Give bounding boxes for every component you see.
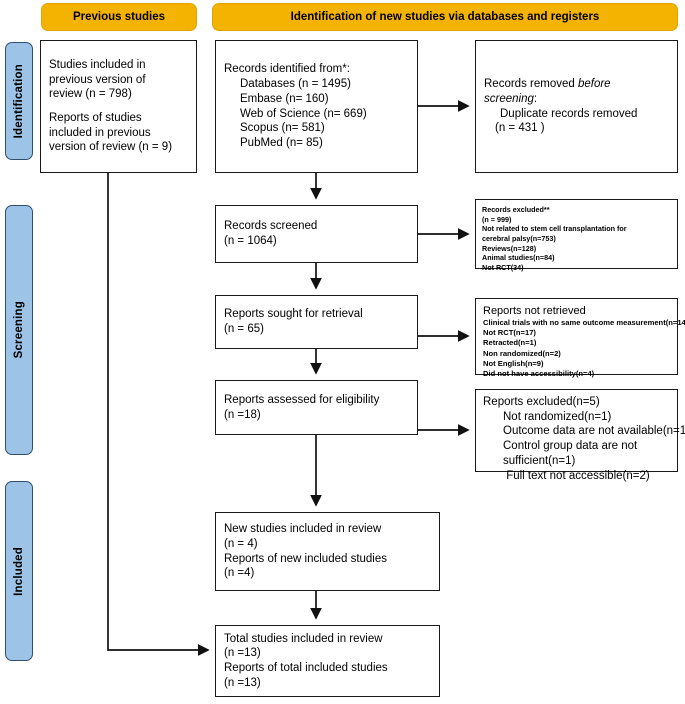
screened-line-2: (n = 1064) bbox=[224, 235, 277, 247]
source-databases: Databases (n = 1495) bbox=[240, 78, 351, 91]
not-retrieved-item-3: Retracted(n=1) bbox=[483, 338, 537, 348]
reports-excluded-item-4: sufficient(n=1) bbox=[503, 454, 576, 467]
prev-line-6: version of review (n = 9) bbox=[49, 141, 173, 154]
box-reports-excluded: Reports excluded(n=5) Not randomized(n=1… bbox=[475, 389, 685, 482]
reports-excluded-item-2: Outcome data are not available(n=1) bbox=[503, 425, 685, 438]
reports-excluded-item-5: Full text not accessible(n=2) bbox=[503, 469, 650, 482]
total-included-line-1: Total studies included in review bbox=[224, 632, 383, 645]
new-included-line-3: Reports of new included studies bbox=[224, 552, 388, 565]
box-new-studies-included: New studies included in review (n = 4) R… bbox=[215, 512, 440, 591]
total-included-line-4: (n =13) bbox=[224, 676, 261, 689]
source-scopus: Scopus (n= 581) bbox=[240, 122, 325, 135]
stage-label-screening: Screening bbox=[5, 205, 33, 455]
not-retrieved-item-5: Not English(n=9) bbox=[483, 358, 544, 368]
source-web-of-science: Web of Science (n= 669) bbox=[240, 107, 367, 120]
prev-line-5: included in previous bbox=[49, 126, 151, 139]
box-records-identified: Records identified from*: Databases (n =… bbox=[215, 40, 418, 173]
stage-label-screening-text: Screening bbox=[13, 301, 25, 359]
new-included-line-2: (n = 4) bbox=[224, 537, 258, 550]
stage-label-identification-text: Identification bbox=[13, 63, 25, 139]
excluded-line-4: cerebral palsy(n=753) bbox=[482, 233, 556, 243]
new-included-line-4: (n =4) bbox=[224, 567, 255, 580]
source-pubmed: PubMed (n= 85) bbox=[240, 136, 323, 149]
box-records-removed-before-screening: Records removed before screening: Duplic… bbox=[475, 40, 678, 173]
prev-line-2: previous version of bbox=[49, 73, 146, 86]
box-reports-sought-for-retrieval: Reports sought for retrieval (n = 65) bbox=[215, 295, 418, 349]
reports-excluded-item-1: Not randomized(n=1) bbox=[503, 410, 612, 423]
excluded-line-6: Animal studies(n=84) bbox=[482, 253, 555, 263]
not-retrieved-item-2: Not RCT(n=17) bbox=[483, 328, 536, 338]
assessed-line-1: Reports assessed for eligibility bbox=[224, 393, 380, 406]
removed-line-2: screening: bbox=[484, 92, 669, 107]
removed-line-2-tail: : bbox=[533, 92, 538, 105]
box-previous-studies: Studies included in previous version of … bbox=[40, 40, 197, 173]
not-retrieved-item-1: Clinical trials with no same outcome mea… bbox=[483, 318, 685, 328]
prev-line-4: Reports of studies bbox=[49, 112, 142, 124]
screened-line-1: Records screened bbox=[224, 220, 318, 233]
reports-excluded-header: Reports excluded(n=5) bbox=[483, 396, 600, 408]
banner-identification-new-studies: Identification of new studies via databa… bbox=[212, 3, 678, 31]
records-identified-header: Records identified from*: bbox=[224, 63, 350, 76]
removed-line-1-italic: before bbox=[577, 78, 611, 91]
reports-excluded-item-3: Control group data are not bbox=[503, 440, 638, 453]
excluded-line-3: Not related to stem cell transplantation… bbox=[482, 224, 627, 234]
excluded-line-7: Not RCT(34) bbox=[482, 262, 524, 272]
assessed-line-2: (n =18) bbox=[224, 408, 261, 421]
box-reports-not-retrieved: Reports not retrieved Clinical trials wi… bbox=[475, 298, 685, 378]
removed-line-1-text: Records removed bbox=[484, 78, 578, 91]
removed-line-1: Records removed before bbox=[484, 77, 669, 92]
removed-line-4: (n = 431 ) bbox=[495, 122, 545, 135]
total-included-line-2: (n =13) bbox=[224, 647, 261, 660]
not-retrieved-item-6: Did not have accessibility(n=4) bbox=[483, 368, 595, 378]
excluded-line-5: Reviews(n=128) bbox=[482, 243, 537, 253]
stage-label-included-text: Included bbox=[13, 546, 25, 596]
not-retrieved-header: Reports not retrieved bbox=[483, 305, 586, 317]
prev-line-1: Studies included in bbox=[49, 58, 146, 71]
box-total-studies-included: Total studies included in review (n =13)… bbox=[215, 625, 440, 697]
not-retrieved-item-4: Non randomized(n=2) bbox=[483, 348, 561, 358]
removed-line-3: Duplicate records removed bbox=[500, 107, 638, 120]
banner-previous-studies: Previous studies bbox=[41, 3, 197, 31]
excluded-line-1: Records excluded** bbox=[482, 205, 550, 214]
sought-line-2: (n = 65) bbox=[224, 323, 264, 335]
prev-line-3: review (n = 798) bbox=[49, 88, 132, 101]
source-embase: Embase (n= 160) bbox=[240, 92, 329, 105]
box-records-excluded: Records excluded** (n = 999) Not related… bbox=[475, 199, 678, 272]
box-reports-assessed-for-eligibility: Reports assessed for eligibility (n =18) bbox=[215, 380, 418, 435]
removed-line-2-italic: screening bbox=[484, 92, 534, 105]
stage-label-identification: Identification bbox=[5, 42, 33, 160]
stage-label-included: Included bbox=[5, 481, 33, 661]
box-records-screened: Records screened (n = 1064) bbox=[215, 205, 418, 263]
prev-spacer bbox=[49, 102, 188, 111]
total-included-line-3: Reports of total included studies bbox=[224, 662, 388, 674]
sought-line-1: Reports sought for retrieval bbox=[224, 308, 363, 321]
excluded-line-2: (n = 999) bbox=[482, 214, 512, 224]
new-included-line-1: New studies included in review bbox=[224, 523, 382, 536]
